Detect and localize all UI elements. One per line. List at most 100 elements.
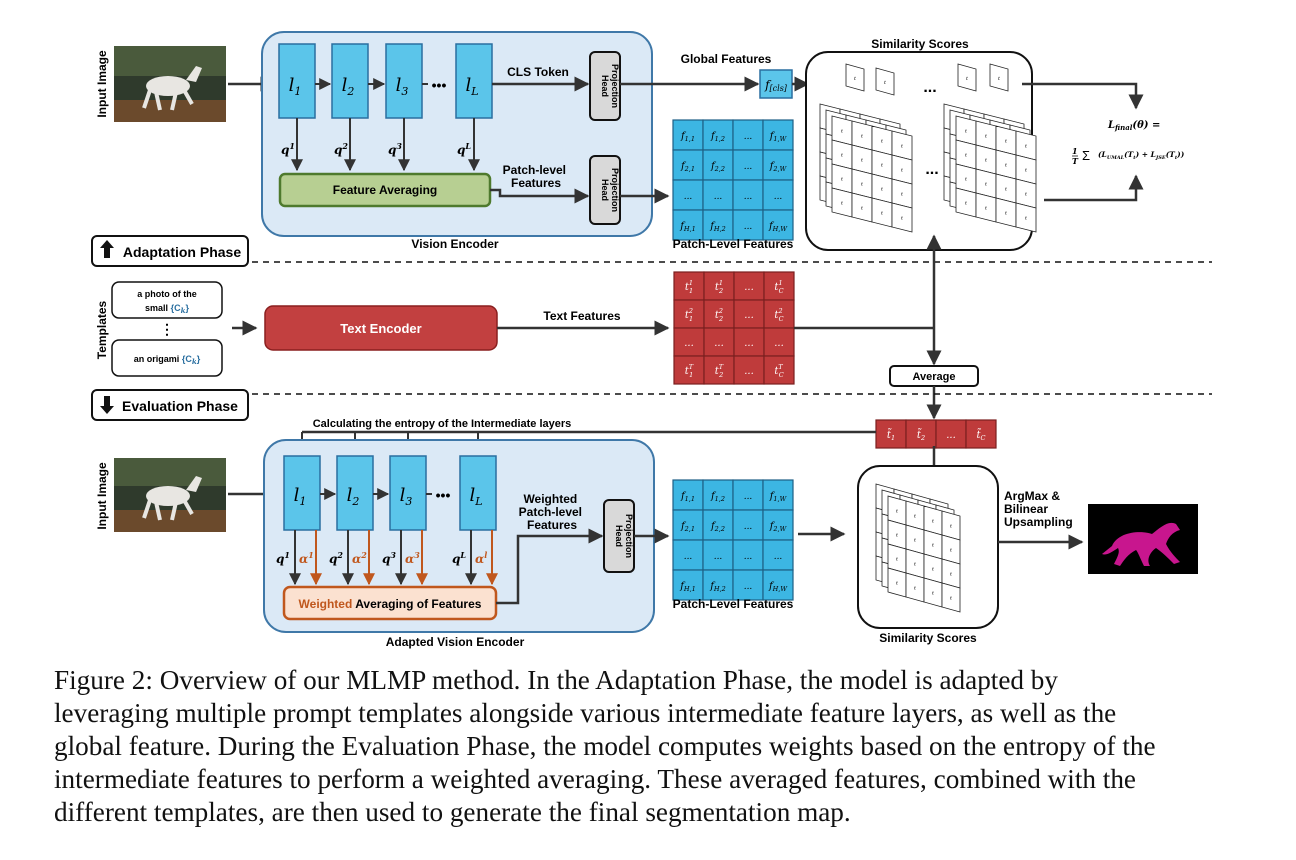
svg-text:t: t [985, 158, 988, 164]
svg-text:lL: lL [465, 75, 478, 98]
weighted-averaging-label: Weighted Averaging of Features [299, 597, 482, 611]
patch-cell: ... [762, 539, 794, 571]
averaged-token-cell: t̃2 [905, 419, 937, 449]
patch-level-features-label: Patch-level Features [503, 163, 570, 190]
input-image-bottom [114, 458, 226, 532]
patch-cell: ... [732, 119, 764, 151]
text-features-label: Text Features [543, 309, 620, 323]
svg-text:t: t [932, 567, 935, 573]
svg-text:small {Ck}: small {Ck} [145, 303, 189, 315]
svg-text:l1: l1 [289, 75, 302, 98]
vision-encoder-label: Vision Encoder [411, 237, 498, 251]
svg-text:tTC: tTC [774, 363, 783, 379]
similarity-cell: t [891, 202, 913, 233]
evaluation-phase-box[interactable] [91, 389, 249, 421]
q-arrows-top [291, 118, 480, 172]
templates-label: Templates [95, 300, 109, 359]
svg-text:...: ... [744, 310, 754, 321]
svg-text:t: t [841, 153, 844, 159]
q-label: qL [457, 141, 471, 157]
layers-ellipsis: ••• [432, 77, 447, 93]
svg-text:t: t [896, 557, 899, 563]
svg-text:fH,1: fH,1 [679, 221, 696, 233]
figure-caption: Figure 2: Overview of our MLMP method. I… [54, 664, 1244, 829]
svg-text:l2: l2 [347, 485, 360, 508]
svg-text:f1,1: f1,1 [680, 491, 695, 503]
loss-formula: Lfinal(θ) = 1 T Σ (LUMAL(Tt) + LJSE(Tt)) [1072, 120, 1185, 166]
alpha-label: α2 [352, 550, 367, 566]
svg-text:t: t [1025, 168, 1028, 174]
svg-text:ProjectionHead: ProjectionHead [600, 64, 620, 108]
svg-text:t: t [932, 519, 935, 525]
svg-text:a photo of the: a photo of the [137, 289, 197, 299]
alpha-label: αl [475, 550, 487, 566]
encoder-layer: l2 [336, 455, 374, 531]
q-label: q3 [388, 141, 402, 157]
svg-text:t22: t22 [715, 307, 723, 323]
encoder-layer: l3 [385, 43, 423, 119]
svg-text:t: t [965, 201, 968, 207]
svg-text:t: t [965, 129, 968, 135]
patch-cell: f2,W [762, 149, 794, 181]
svg-text:t̃2: t̃2 [917, 428, 925, 442]
encoder-layer: l3 [389, 455, 427, 531]
patch-cell: f2,2 [702, 509, 734, 541]
similarity-cell: t [957, 63, 977, 92]
svg-text:...: ... [714, 192, 723, 202]
svg-text:t: t [985, 182, 988, 188]
svg-text:t: t [1005, 139, 1008, 145]
similarity-cell: t [923, 577, 943, 608]
q-label: q3 [382, 550, 396, 566]
adaptation-phase-label: Adaptation Phase [123, 244, 241, 260]
svg-text:t: t [914, 562, 917, 568]
svg-text:t: t [896, 533, 899, 539]
encoder-layer: l1 [278, 43, 316, 119]
adaptation-phase-box[interactable] [91, 235, 249, 267]
caption-line: Figure 2: Overview of our MLMP method. I… [54, 665, 1058, 695]
encoder-layer: lL [455, 43, 493, 119]
svg-text:t: t [950, 596, 953, 602]
svg-text:t: t [881, 211, 884, 217]
similarity-cell: t [975, 192, 997, 223]
alpha-label: α3 [405, 550, 420, 566]
svg-text:...: ... [744, 338, 754, 349]
patch-cell: fH,W [762, 209, 794, 241]
svg-text:t: t [881, 139, 884, 145]
svg-text:...: ... [744, 582, 753, 592]
arrow-down-icon [100, 396, 114, 414]
svg-text:fH,W: fH,W [768, 221, 788, 233]
svg-text:...: ... [774, 338, 784, 349]
svg-text:t: t [985, 206, 988, 212]
input-image-top [114, 46, 226, 122]
svg-text:lL: lL [469, 485, 482, 508]
svg-text:...: ... [684, 192, 693, 202]
svg-text:t: t [881, 163, 884, 169]
svg-text:...: ... [744, 132, 753, 142]
template-box-1: a photo of the small {Ck} [111, 281, 223, 319]
patch-cell: f1,2 [702, 119, 734, 151]
svg-text:t: t [914, 514, 917, 520]
svg-text:1: 1 [1072, 146, 1078, 156]
alpha-label: α1 [299, 550, 314, 566]
svg-text:...: ... [684, 338, 694, 349]
svg-text:fH,W: fH,W [768, 581, 788, 593]
similarity-cell: t [831, 187, 853, 218]
q-label: q1 [281, 141, 295, 157]
svg-text:...: ... [684, 552, 693, 562]
encoder-layer: lL [459, 455, 497, 531]
svg-text:t: t [896, 581, 899, 587]
svg-text:...: ... [774, 192, 783, 202]
adapted-vision-encoder-label: Adapted Vision Encoder [386, 635, 525, 649]
svg-text:t: t [1025, 216, 1028, 222]
svg-text:t: t [861, 206, 864, 212]
svg-text:t̃1: t̃1 [887, 428, 895, 442]
input-image-label-top: Input Image [95, 50, 109, 118]
patch-cell: fH,W [762, 569, 794, 601]
svg-text:ProjectionHead: ProjectionHead [614, 514, 634, 558]
patch-cell: ... [672, 539, 704, 571]
svg-text:t: t [901, 216, 904, 222]
